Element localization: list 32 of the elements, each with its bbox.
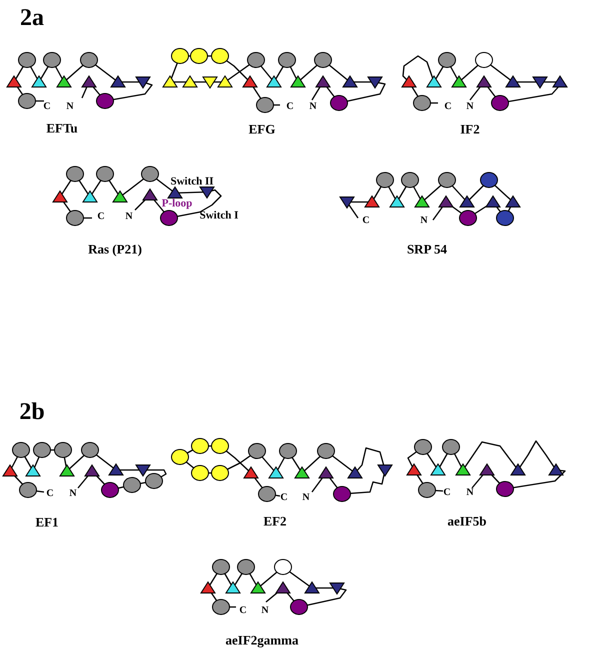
terminus-label: N: [466, 102, 474, 112]
figure-panel-label: 2b: [19, 400, 45, 424]
region-label: Switch II: [170, 176, 214, 188]
terminus-label: C: [443, 488, 451, 498]
terminus-label: C: [97, 212, 105, 222]
terminus-label: C: [43, 102, 51, 112]
terminus-label: C: [362, 216, 370, 226]
terminus-label: N: [125, 212, 133, 222]
protein-name: EF2: [263, 514, 287, 528]
protein-name: IF2: [460, 122, 480, 136]
terminus-label: N: [420, 216, 428, 226]
terminus-label: N: [309, 102, 317, 112]
terminus-label: N: [66, 102, 74, 112]
protein-name: EFG: [248, 122, 276, 136]
terminus-label: C: [444, 102, 452, 112]
protein-name: EFTu: [46, 122, 78, 134]
region-label: Switch I: [200, 210, 238, 222]
terminus-label: C: [280, 493, 288, 503]
terminus-label: N: [261, 606, 269, 616]
terminus-label: C: [286, 102, 294, 112]
figure-panel-label: 2a: [20, 6, 44, 30]
protein-name: SRP 54: [406, 242, 448, 256]
terminus-label: C: [239, 606, 247, 616]
terminus-label: N: [302, 493, 310, 503]
protein-name: Ras (P21): [88, 242, 142, 256]
region-label: P-loop: [162, 198, 192, 210]
protein-name: aeIF2gamma: [226, 634, 298, 646]
protein-name: aeIF5b: [448, 514, 486, 528]
terminus-label: C: [46, 489, 54, 499]
terminus-label: N: [466, 488, 474, 498]
terminus-label: N: [69, 489, 77, 499]
protein-name: EF1: [35, 516, 59, 528]
